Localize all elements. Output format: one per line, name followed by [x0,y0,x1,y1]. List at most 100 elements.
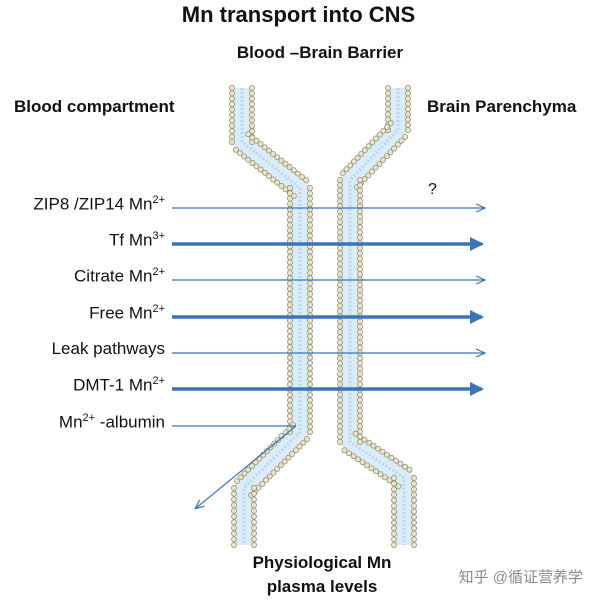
lipid-head [357,287,363,293]
lipid-head [251,507,257,514]
lipid-head [352,430,359,437]
lipid-head [337,297,343,304]
lipid-head [287,333,293,340]
lipid-head [287,360,293,366]
lipid-head [357,224,363,231]
lipid-head [343,166,350,173]
lipid-head [337,266,343,273]
lipid-head [405,95,411,102]
lipid-head [391,519,397,526]
albumin-arrow [196,425,297,508]
lipid-head [366,439,372,446]
lipid-head [231,519,237,526]
lipid-head [337,418,343,424]
lipid-head [357,339,363,346]
lipid-head [231,524,237,531]
lipid-head [357,182,363,189]
lipid-head [251,502,257,509]
lipid-head [287,190,293,197]
lipid-head [307,269,313,276]
lipid-head [337,213,343,220]
lipid-head [357,292,363,299]
lipid-head [263,477,269,484]
lipid-head [357,418,363,424]
lipid-head [270,176,277,183]
lipid-head [287,338,293,345]
lipid-head [263,448,270,455]
lipid-head [307,259,313,266]
lipid-head [233,477,240,484]
lipid-head [385,85,391,91]
lipid-head [229,128,235,135]
lipid-head [287,222,293,229]
lipid-head [357,381,363,388]
lipid-head [370,442,377,449]
right-membrane [337,85,417,548]
lipid-head [307,264,313,271]
lipid-head [405,100,411,107]
lipid-head [337,182,343,189]
lipid-head [387,120,394,127]
lipid-head [385,106,391,112]
lipid-head [229,106,235,113]
lipid-head [251,530,257,537]
lipid-head [307,407,313,414]
lipid-head [385,111,391,118]
lipid-head [287,370,293,377]
lipid-head [361,436,368,443]
lipid-head [357,177,363,183]
lipid-head [411,536,417,543]
lipid-head [357,271,363,278]
lipid-head [350,453,357,460]
physiological-line-2: plasma levels [266,577,378,596]
lipid-head [357,297,363,304]
lipid-head [376,160,383,167]
transport-arrows [172,208,484,508]
lipid-head [274,179,281,186]
lipid-head [307,418,313,425]
lipid-head [231,502,237,509]
lipid-head [391,502,397,509]
lipid-head [411,519,417,526]
pathway-label: Citrate Mn2+ [74,266,165,286]
lipid-head [337,439,343,445]
lipid-head [337,329,343,335]
lipid-head [307,338,313,345]
lipid-head [358,150,365,157]
lipid-head [287,206,293,213]
lipid-head [357,250,363,257]
lipid-head [257,141,264,147]
lipid-head [357,360,363,367]
lipid-head [231,542,237,548]
lipid-head [337,381,343,388]
lipid-head [245,156,252,163]
lipid-head [307,322,313,329]
lipid-head [337,177,343,183]
lipid-head [357,329,363,335]
lipid-head [337,224,343,231]
lipid-head [357,234,363,241]
lipid-head [229,90,235,97]
lipid-head [287,301,293,308]
lipid-head [337,229,343,236]
pathway-label: DMT-1 Mn2+ [73,375,165,395]
lipid-head [337,292,343,299]
lipid-head [391,536,397,543]
lipid-head [382,474,388,481]
lipid-head [357,245,363,252]
diagram-title: Mn transport into CNS [181,2,416,27]
lipid-head [337,245,343,252]
lipid-head [337,218,343,225]
barrier-label: Blood –Brain Barrier [236,43,404,62]
lipid-head [287,291,293,298]
lipid-head [307,296,313,303]
lipid-head [287,254,293,260]
lipid-head [337,250,343,257]
lipid-head [411,530,417,537]
lipid-head [397,460,404,467]
lipid-head [303,177,310,184]
lipid-head [337,260,343,267]
lipid-head [354,154,361,161]
lipid-head [386,477,393,484]
lipid-head [368,465,375,472]
